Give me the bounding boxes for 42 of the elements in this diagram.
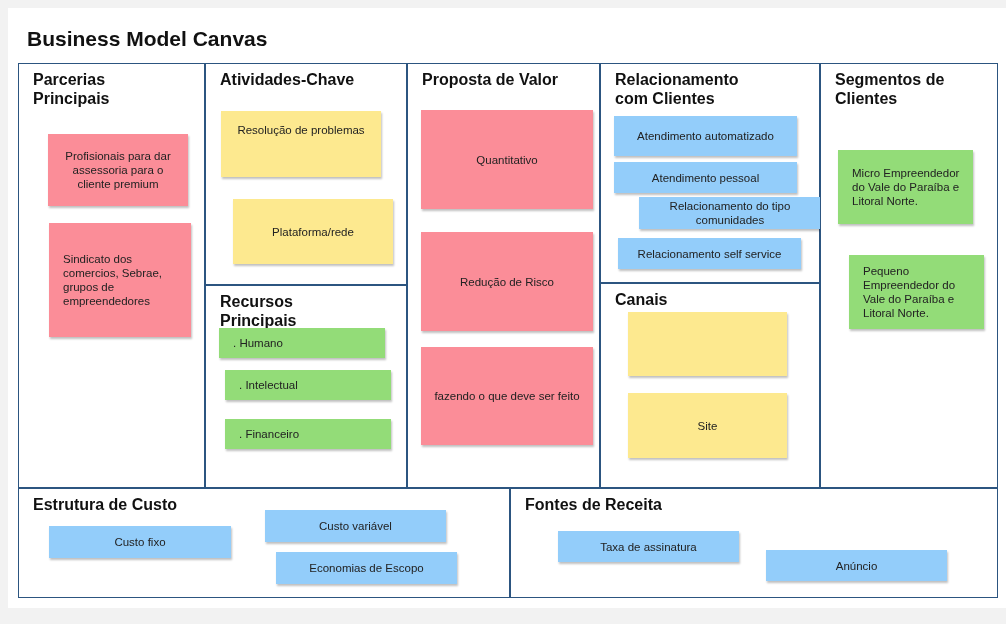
section-heading: Estrutura de Custo <box>33 495 177 514</box>
sticky-note: Custo fixo <box>49 526 231 558</box>
sticky-note: Redução de Risco <box>421 232 593 331</box>
sticky-note: . Financeiro <box>225 419 391 449</box>
sticky-note: Site <box>628 393 787 458</box>
canvas-section <box>407 63 600 488</box>
sticky-note: Economias de Escopo <box>276 552 457 584</box>
canvas-section <box>18 488 510 598</box>
canvas-section <box>205 285 407 488</box>
section-heading: Segmentos de Clientes <box>835 70 946 108</box>
sticky-note: Anúncio <box>766 550 947 581</box>
sticky-note: . Humano <box>219 328 385 358</box>
sticky-note: fazendo o que deve ser feito <box>421 347 593 445</box>
sticky-note <box>628 312 787 376</box>
canvas-section <box>510 488 998 598</box>
section-heading: Recursos Principais <box>220 292 298 330</box>
sticky-note: Relacionamento do tipo comunidades <box>639 197 821 229</box>
canvas-section <box>205 63 407 285</box>
sticky-note: Micro Empreendedor do Vale do Paraíba e Litoral Norte. <box>838 150 973 224</box>
section-heading: Atividades-Chave <box>220 70 355 89</box>
canvas-section <box>600 63 820 283</box>
sticky-note: Profisionais para dar assessoria para o cliente premium <box>48 134 188 206</box>
sticky-note: Plataforma/rede <box>233 199 393 264</box>
sticky-note: . Intelectual <box>225 370 391 400</box>
sticky-note: Atendimento automatizado <box>614 116 797 156</box>
sticky-note: Quantitativo <box>421 110 593 209</box>
section-heading: Parcerias Principais <box>33 70 111 108</box>
sticky-note: Taxa de assinatura <box>558 531 739 562</box>
sticky-note: Atendimento pessoal <box>614 162 797 193</box>
section-heading: Relacionamento com Clientes <box>615 70 740 108</box>
sticky-note: Sindicato dos comercios, Sebrae, grupos de empreendedores <box>49 223 191 337</box>
sticky-note: Relacionamento self service <box>618 238 801 269</box>
canvas-section <box>600 283 820 488</box>
section-heading: Proposta de Valor <box>422 70 559 89</box>
sticky-note: Resolução de problemas <box>221 111 381 177</box>
canvas-section <box>820 63 998 488</box>
section-heading: Fontes de Receita <box>525 495 662 514</box>
sticky-note: Custo variável <box>265 510 446 542</box>
canvas-title: Business Model Canvas <box>27 27 268 51</box>
sticky-note: Pequeno Empreendedor do Vale do Paraíba e Litoral Norte. <box>849 255 984 329</box>
section-heading: Canais <box>615 290 668 309</box>
canvas-section <box>18 63 205 488</box>
